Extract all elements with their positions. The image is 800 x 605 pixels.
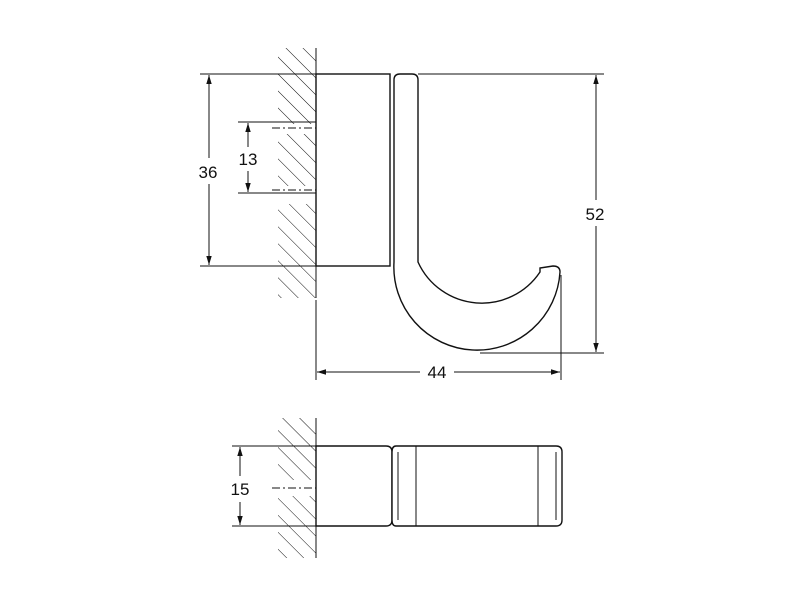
dimension-label-13: 13 [239,150,258,169]
side-view: 36 13 52 44 [193,48,612,384]
top-view: 15 [225,418,563,558]
hook-body [393,73,561,351]
top-view-mount-body [315,445,393,527]
wall-hatch [278,48,316,298]
mounting-block [315,73,391,267]
dimension-label-44: 44 [428,363,447,382]
top-view-hook-body [391,445,563,527]
dimension-label-15: 15 [231,480,250,499]
dimension-label-52: 52 [586,205,605,224]
dimension-label-36: 36 [199,163,218,182]
